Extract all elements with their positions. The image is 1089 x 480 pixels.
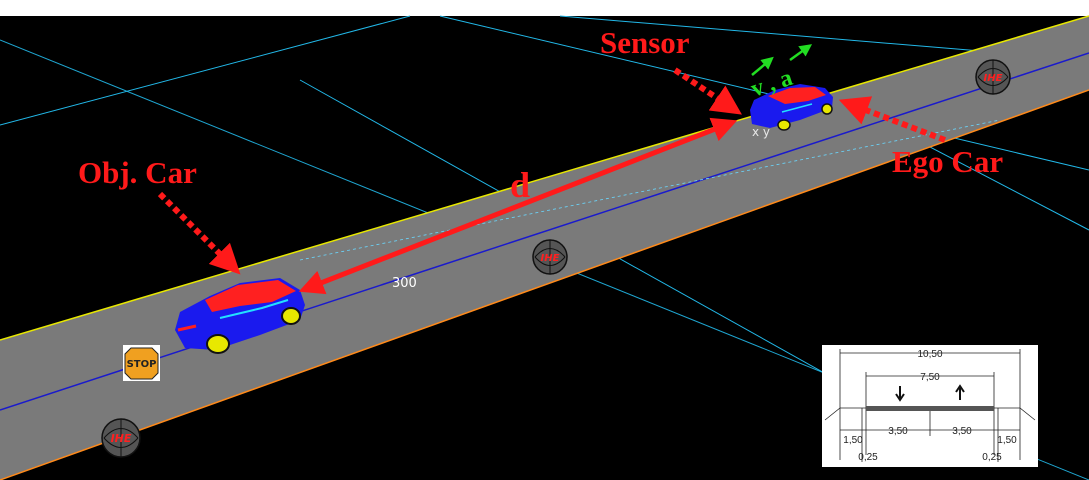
ihe-sign: IHE [975,59,1011,95]
svg-text:IHE: IHE [541,253,560,264]
svg-text:IHE: IHE [984,73,1003,84]
svg-text:1,50: 1,50 [997,435,1017,446]
acceleration-vector [789,44,813,62]
road-cross-section-inset: 10,50 7,50 1,50 3,50 3,50 1,50 0,25 0,25 [822,345,1038,467]
velocity-vector [751,56,774,76]
stop-sign: STOP [123,345,160,381]
svg-text:0,25: 0,25 [982,452,1002,463]
sensor-pointer-arrow [673,67,742,115]
ego-car-label: Ego Car [892,144,1003,179]
svg-text:IHE: IHE [111,432,132,445]
svg-text:1,50: 1,50 [843,435,863,446]
ego-car-pointer-arrow [838,96,947,143]
ihe-sign: IHE [101,418,141,458]
svg-text:10,50: 10,50 [917,349,942,360]
sensor-label: Sensor [600,25,690,60]
ihe-sign: IHE [532,239,568,275]
object-car [175,278,305,354]
distance-label: d [510,165,530,205]
svg-text:3,50: 3,50 [952,426,972,437]
obj-car-pointer-arrow [157,191,241,275]
svg-text:STOP: STOP [127,359,157,370]
sensor-axes-label: x y [752,125,770,139]
ego-car [750,84,833,131]
svg-text:0,25: 0,25 [858,452,878,463]
svg-text:7,50: 7,50 [920,372,940,383]
station-label: 300 [392,276,417,291]
svg-text:3,50: 3,50 [888,426,908,437]
distance-arrow [298,117,738,295]
obj-car-label: Obj. Car [78,155,197,190]
